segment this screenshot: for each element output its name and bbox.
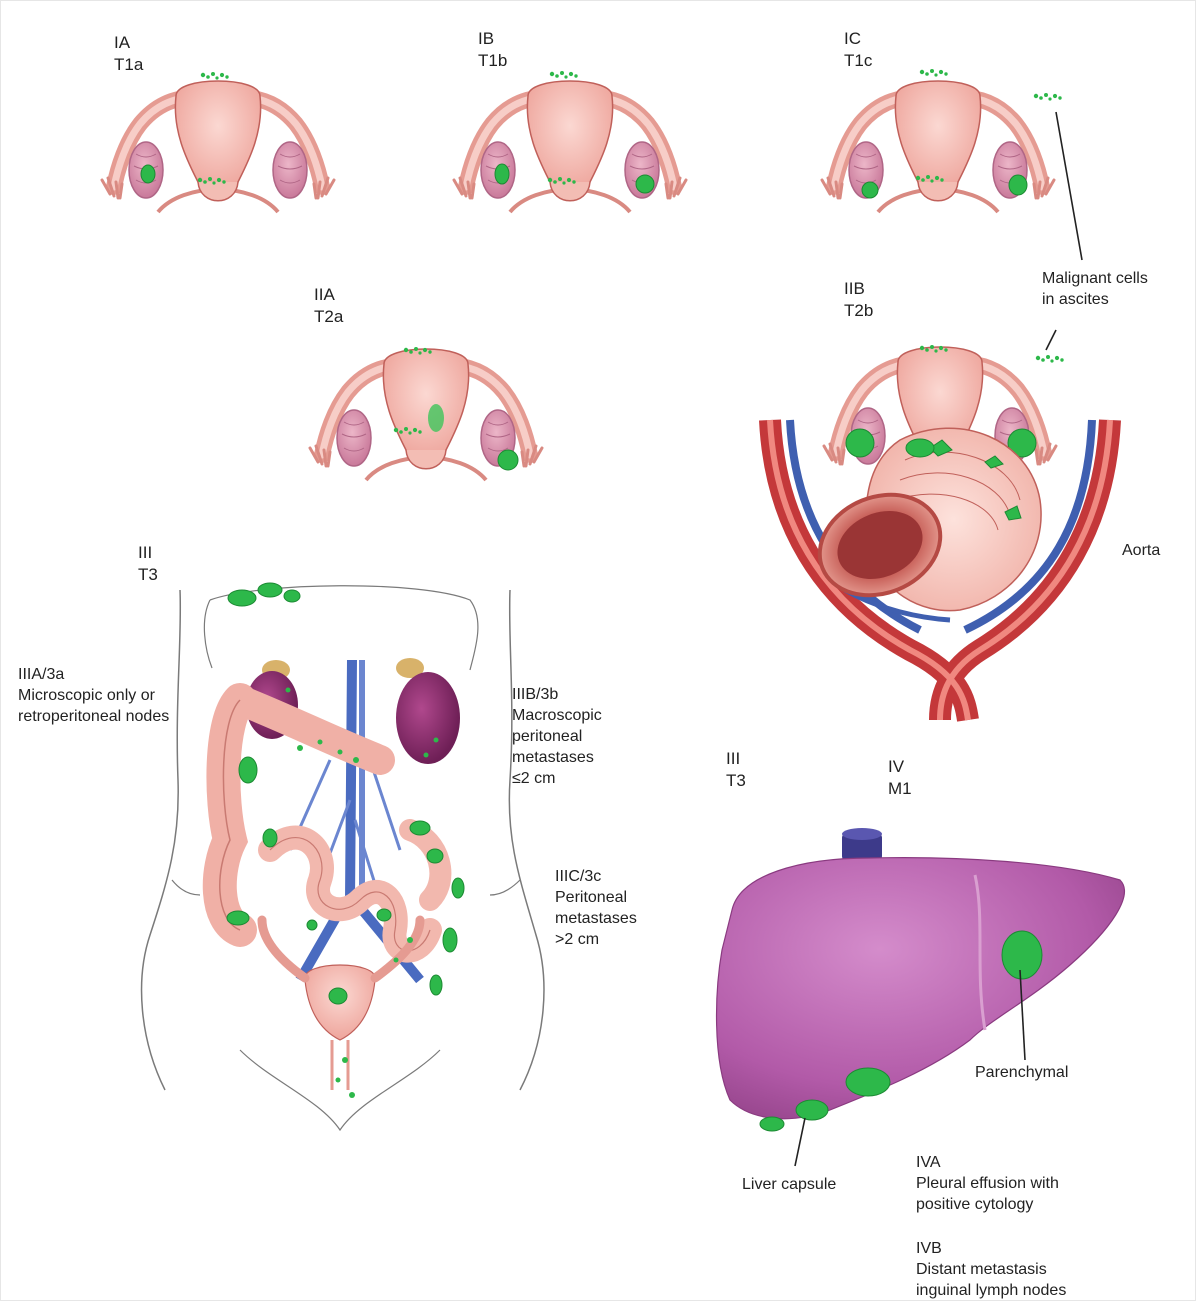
uterus-stage-iia bbox=[310, 347, 542, 480]
abdomen-stage-iii bbox=[142, 583, 544, 1130]
stage-iiib-label: IIIB/3b Macroscopic peritoneal metastase… bbox=[512, 684, 602, 789]
stage-iiia-label: IIIA/3a Microscopic only or retroperiton… bbox=[18, 664, 169, 727]
malignant-cells-leader-bottom bbox=[1046, 330, 1056, 350]
stage-iiic-label: IIIC/3c Peritoneal metastases >2 cm bbox=[555, 866, 637, 950]
malignant-cells-leader-top bbox=[1056, 112, 1082, 260]
parenchymal-label: Parenchymal bbox=[975, 1062, 1068, 1083]
uterus-stage-ia bbox=[102, 72, 334, 212]
stage-iva-label: IVA Pleural effusion with positive cytol… bbox=[916, 1152, 1059, 1215]
aorta-label: Aorta bbox=[1122, 540, 1160, 561]
liver-capsule-label: Liver capsule bbox=[742, 1174, 836, 1195]
pelvis-stage-iib bbox=[770, 345, 1110, 720]
uterus-stage-ib bbox=[454, 71, 686, 212]
liver-capsule-leader bbox=[795, 1118, 805, 1166]
tumor-left-ovary bbox=[141, 165, 155, 183]
liver-stage-iv bbox=[717, 828, 1125, 1166]
uterus-stage-ic bbox=[822, 69, 1062, 212]
stage-ivb-label: IVB Distant metastasis inguinal lymph no… bbox=[916, 1238, 1066, 1301]
